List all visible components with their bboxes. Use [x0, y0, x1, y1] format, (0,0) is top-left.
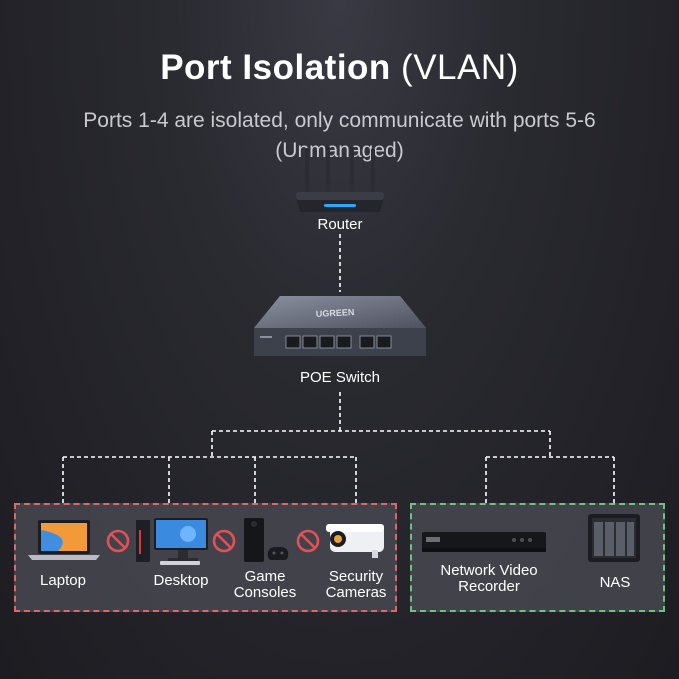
- no-entry-icon: [106, 529, 130, 553]
- desktop-label: Desktop: [153, 572, 209, 589]
- no-entry-icon: [296, 529, 320, 553]
- security-camera-icon: [326, 524, 384, 558]
- switch-icon: UGREEN: [254, 296, 426, 356]
- security-cameras-label: Security Cameras: [325, 568, 387, 601]
- switch-label: POE Switch: [299, 369, 381, 386]
- router-icon: [296, 146, 384, 212]
- title-main: Port Isolation: [160, 48, 391, 87]
- laptop-icon: [28, 520, 100, 560]
- nas-icon: [588, 514, 640, 562]
- nas-label: NAS: [599, 574, 631, 591]
- page-title: Port Isolation (VLAN): [0, 48, 679, 88]
- no-entry-icon: [212, 529, 236, 553]
- nvr-icon: [422, 532, 546, 552]
- laptop-label: Laptop: [40, 572, 86, 589]
- game-console-icon: [244, 518, 289, 562]
- game-consoles-label: Game Consoles: [233, 568, 297, 601]
- switch-brand: UGREEN: [316, 307, 355, 319]
- router-label: Router: [317, 216, 363, 233]
- nvr-label: Network Video Recorder: [440, 562, 538, 595]
- subtitle-line-1: Ports 1-4 are isolated, only communicate…: [83, 109, 596, 132]
- title-suffix: (VLAN): [401, 48, 519, 87]
- desktop-icon: [136, 518, 208, 565]
